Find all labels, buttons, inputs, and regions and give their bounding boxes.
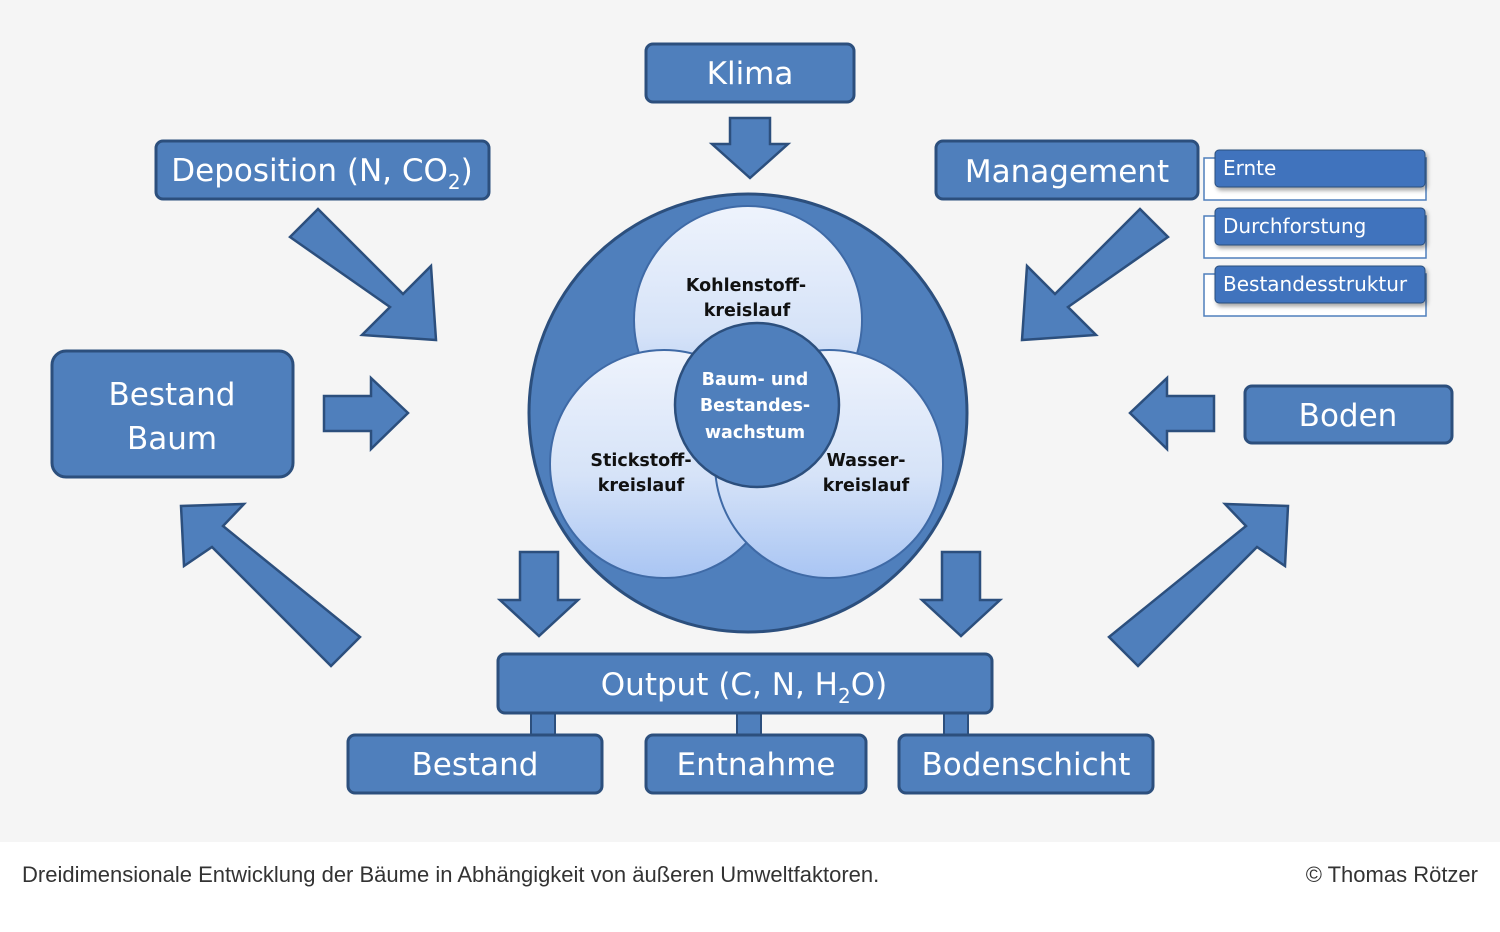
arrow-output-right <box>918 550 1004 638</box>
arrow-boden-left <box>1128 375 1216 452</box>
arrow-deposition <box>288 207 438 342</box>
growth-label-3: wachstum <box>705 423 805 443</box>
arrow-output-left <box>496 550 582 638</box>
arrow-feedback-to-boden <box>1107 502 1290 668</box>
bestand-label: Bestand <box>109 377 236 413</box>
output-connector-3 <box>943 711 969 737</box>
management-subitems: Ernte Durchforstung Bestandesstruktur <box>1203 149 1427 317</box>
carbon-cycle-label-2: kreislauf <box>704 301 791 321</box>
management-item-label: Ernte <box>1223 156 1276 180</box>
arrow-management <box>1020 207 1170 342</box>
management-label: Management <box>965 154 1169 190</box>
nitrogen-cycle-label-2: kreislauf <box>598 476 685 496</box>
output-label: Output (C, N, H2O) <box>601 667 887 708</box>
arrow-bestand-right <box>322 375 410 452</box>
output-item-entnahme: Entnahme <box>644 733 868 795</box>
klima-label: Klima <box>707 56 794 92</box>
output-item-label: Bestand <box>412 747 539 783</box>
baum-label: Baum <box>127 421 217 457</box>
output-connector-1 <box>530 711 556 737</box>
growth-label-1: Baum- und <box>702 370 809 390</box>
output-item-label: Entnahme <box>677 747 836 783</box>
output-item-label: Bodenschicht <box>922 747 1131 783</box>
carbon-cycle-label-1: Kohlenstoff- <box>686 276 806 296</box>
management-item-label: Bestandesstruktur <box>1223 272 1408 296</box>
management-item-ernte: Ernte <box>1203 149 1427 201</box>
deposition-label: Deposition (N, CO2) <box>171 153 472 194</box>
copyright-notice: © Thomas Rötzer <box>1305 862 1478 887</box>
growth-center-circle <box>673 321 841 489</box>
management-box: Management <box>934 139 1200 201</box>
deposition-box: Deposition (N, CO2) <box>154 139 491 201</box>
arrow-feedback-to-bestand <box>179 502 362 668</box>
output-item-bodenschicht: Bodenschicht <box>897 733 1155 795</box>
boden-label: Boden <box>1299 398 1398 434</box>
arrow-klima-down <box>708 116 792 180</box>
cycles-circle: Kohlenstoff- kreislauf Stickstoff- kreis… <box>527 192 969 634</box>
diagram-area: Klima Deposition (N, CO2) Management Ern… <box>50 42 1454 795</box>
nitrogen-cycle-label-1: Stickstoff- <box>590 451 691 471</box>
output-box: Output (C, N, H2O) <box>496 652 994 715</box>
water-cycle-label-2: kreislauf <box>823 476 910 496</box>
output-connector-2 <box>736 711 762 737</box>
management-item-durchforstung: Durchforstung <box>1203 207 1427 259</box>
growth-label-2: Bestandes- <box>700 396 810 416</box>
klima-box: Klima <box>644 42 856 104</box>
management-item-label: Durchforstung <box>1223 214 1366 238</box>
growth-factors-diagram: Klima Deposition (N, CO2) Management Ern… <box>50 42 1454 795</box>
bestand-baum-box: Bestand Baum <box>50 349 295 479</box>
figure-caption: Dreidimensionale Entwicklung der Bäume i… <box>22 862 880 887</box>
output-item-bestand: Bestand <box>346 733 604 795</box>
boden-box: Boden <box>1243 384 1454 445</box>
water-cycle-label-1: Wasser- <box>826 451 905 471</box>
management-item-bestandesstruktur: Bestandesstruktur <box>1203 265 1427 317</box>
